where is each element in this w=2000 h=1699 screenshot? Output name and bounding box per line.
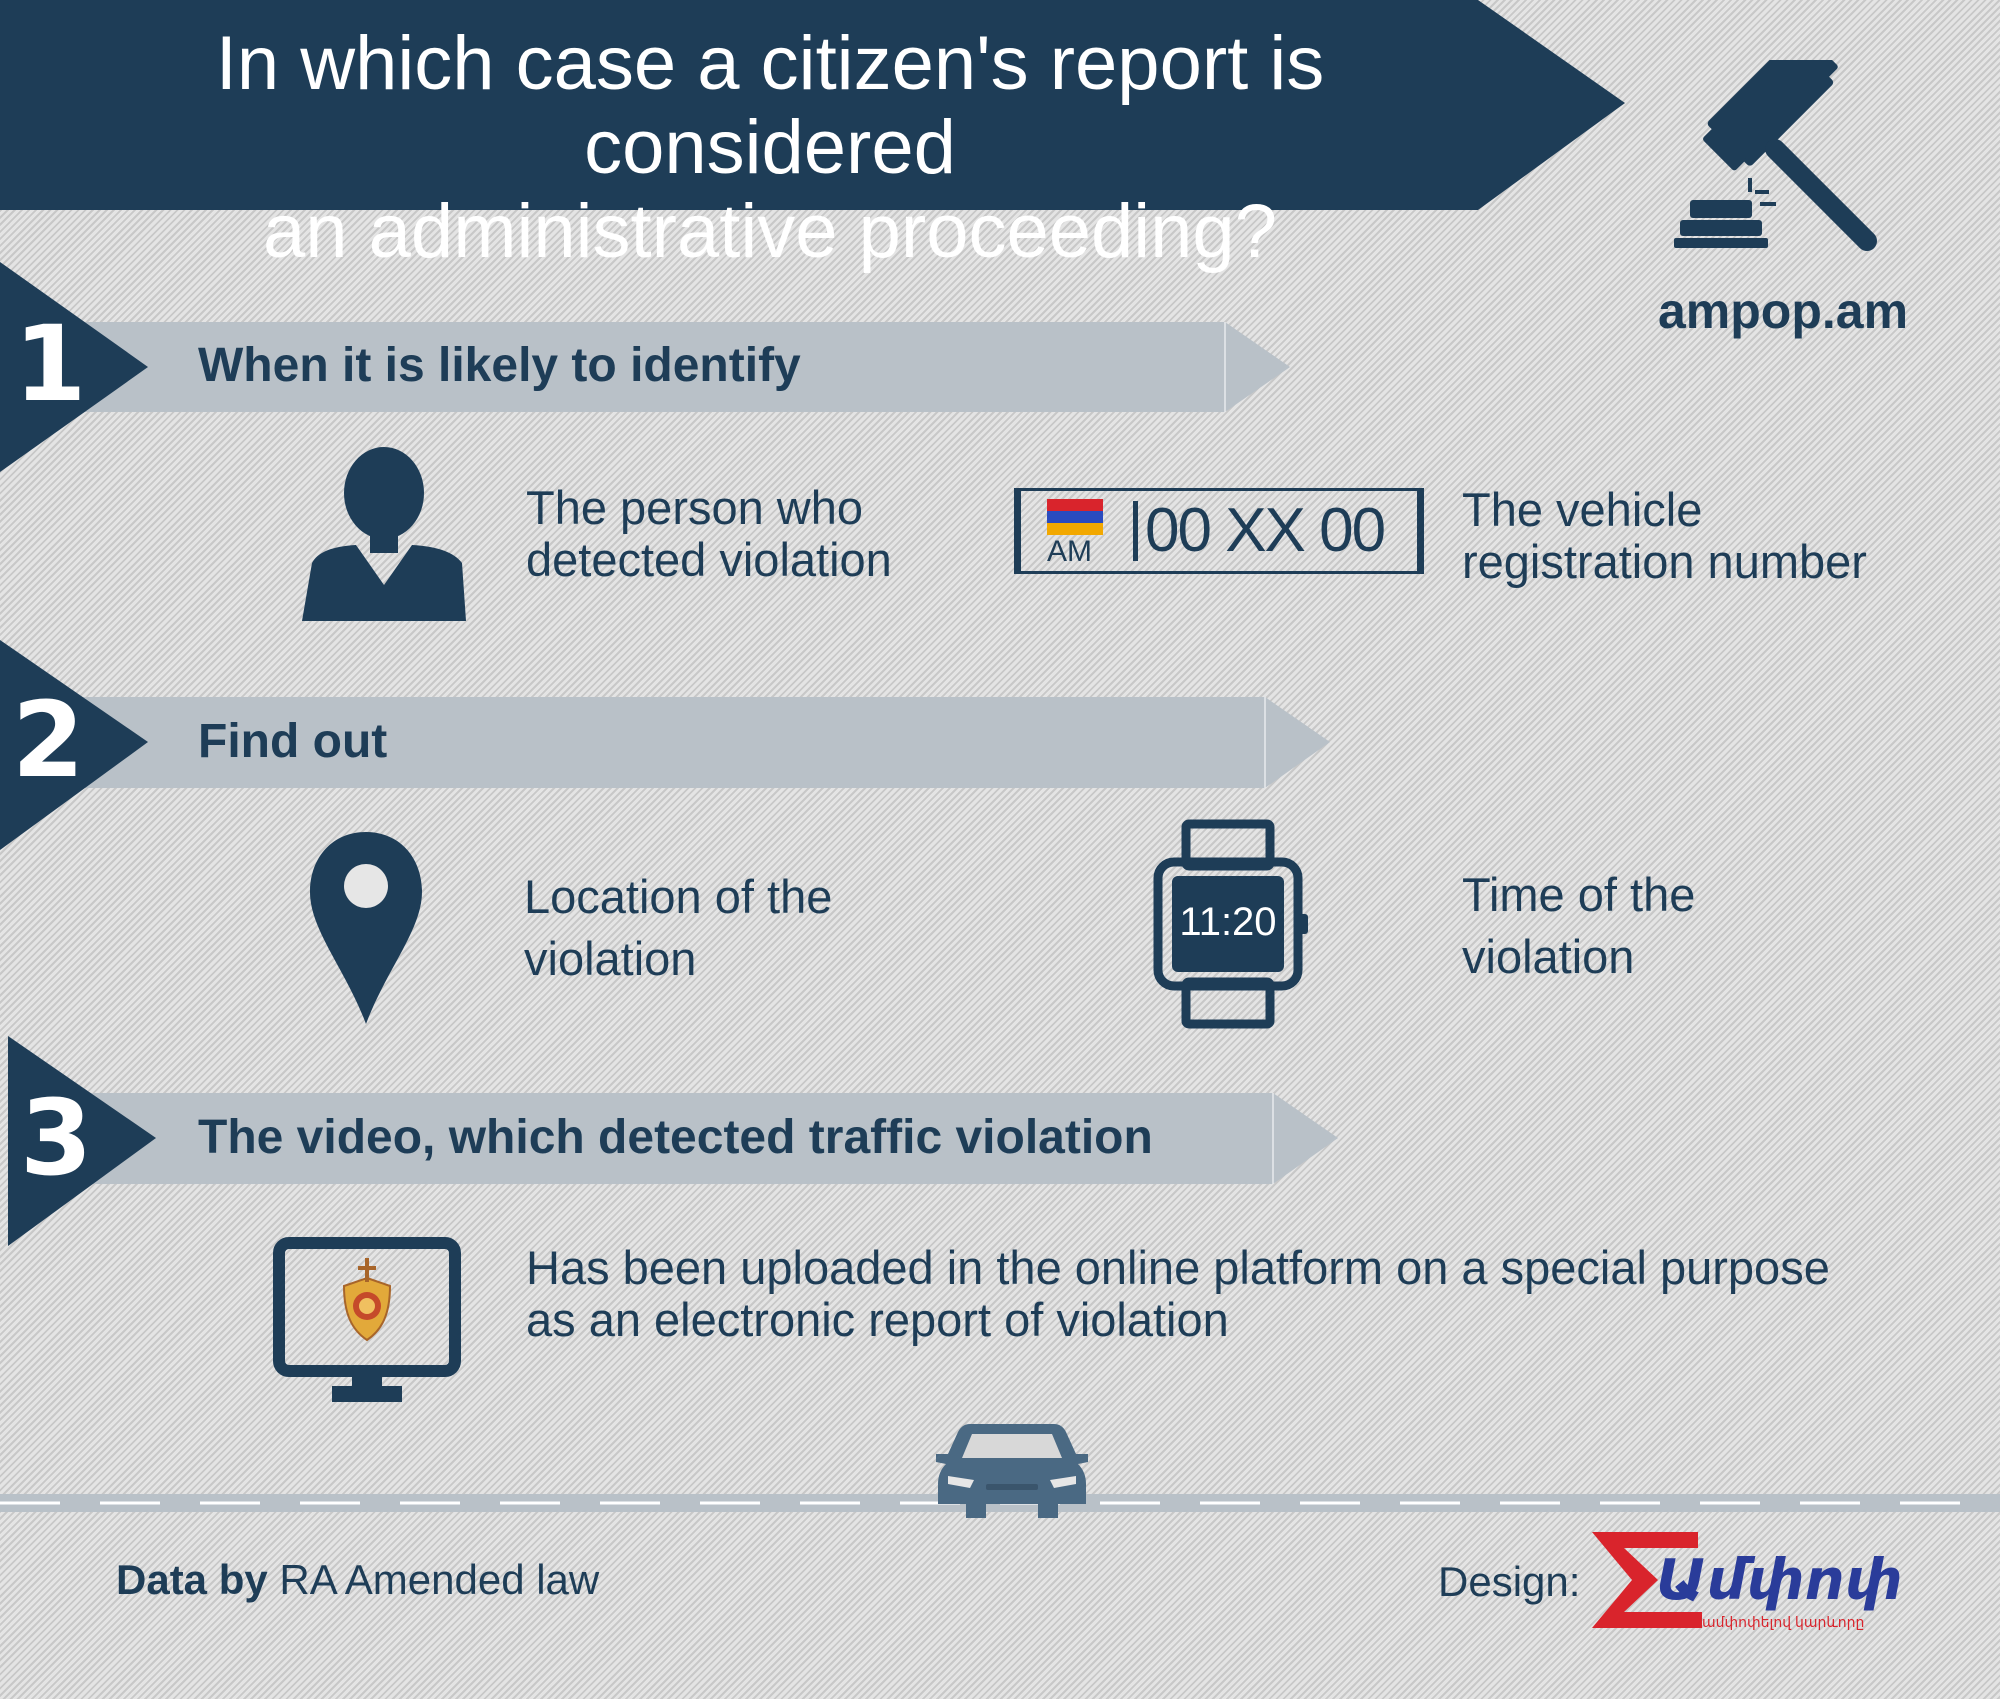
plate-number: 00 XX 00: [1145, 496, 1386, 565]
section-3-number: 3: [20, 1077, 93, 1199]
section-2-heading: Find out: [198, 715, 388, 768]
data-label: Data by: [116, 1556, 268, 1603]
section-3-heading: The video, which detected traffic violat…: [198, 1111, 1153, 1164]
location-pin-icon: [310, 832, 422, 1024]
person-icon: [302, 447, 466, 621]
video-line-1: Has been uploaded in the online platform…: [526, 1241, 1830, 1294]
design-brand: Ամփոփ: [1656, 1548, 1903, 1611]
person-line-2: detected violation: [526, 533, 892, 586]
watch-icon: [1153, 819, 1308, 1029]
time-text: Time of the violation: [1462, 864, 1902, 988]
section-1-bar: [0, 262, 1290, 472]
time-line-2: violation: [1462, 930, 1635, 983]
location-text: Location of the violation: [524, 866, 964, 990]
data-source-value: RA Amended law: [279, 1556, 600, 1603]
plate-divider: [1133, 501, 1138, 561]
person-line-1: The person who: [526, 481, 864, 534]
vehicle-line-2: registration number: [1462, 535, 1867, 588]
page-title: In which case a citizen's report is cons…: [40, 22, 1500, 274]
data-source: Data by RA Amended law: [116, 1556, 599, 1604]
monitor-icon: [273, 1237, 461, 1402]
car-icon: [936, 1424, 1088, 1518]
title-banner: [0, 0, 1625, 210]
location-line-2: violation: [524, 932, 697, 985]
design-label: Design:: [1438, 1558, 1581, 1605]
title-line-1: In which case a citizen's report is cons…: [215, 21, 1325, 190]
section-2-number: 2: [12, 679, 85, 801]
video-line-2: as an electronic report of violation: [526, 1293, 1229, 1346]
license-plate-icon: AM 00 XX 00: [1014, 488, 1424, 574]
plate-country: AM: [1047, 535, 1092, 568]
time-line-1: Time of the: [1462, 868, 1696, 921]
section-2-bar: [0, 640, 1330, 850]
location-line-1: Location of the: [524, 870, 833, 923]
police-emblem-icon: [342, 1258, 392, 1342]
section-1-number: 1: [14, 303, 87, 425]
brand-site: ampop.am: [1658, 283, 1909, 339]
video-text: Has been uploaded in the online platform…: [526, 1242, 1946, 1346]
section-3-bar: [8, 1036, 1338, 1246]
person-text: The person who detected violation: [526, 482, 966, 586]
amphop-logo-icon: [1592, 1532, 1702, 1628]
gavel-icon: [1674, 60, 1877, 251]
armenian-flag-icon: [1047, 499, 1103, 535]
watch-time: 11:20: [1179, 900, 1277, 944]
section-1-heading: When it is likely to identify: [198, 339, 801, 392]
vehicle-text: The vehicle registration number: [1462, 484, 1942, 588]
design-tagline: ամփոփելով կարևորը: [1702, 1614, 1865, 1630]
title-line-2: an administrative proceeding?: [263, 189, 1277, 274]
vehicle-line-1: The vehicle: [1462, 483, 1703, 536]
